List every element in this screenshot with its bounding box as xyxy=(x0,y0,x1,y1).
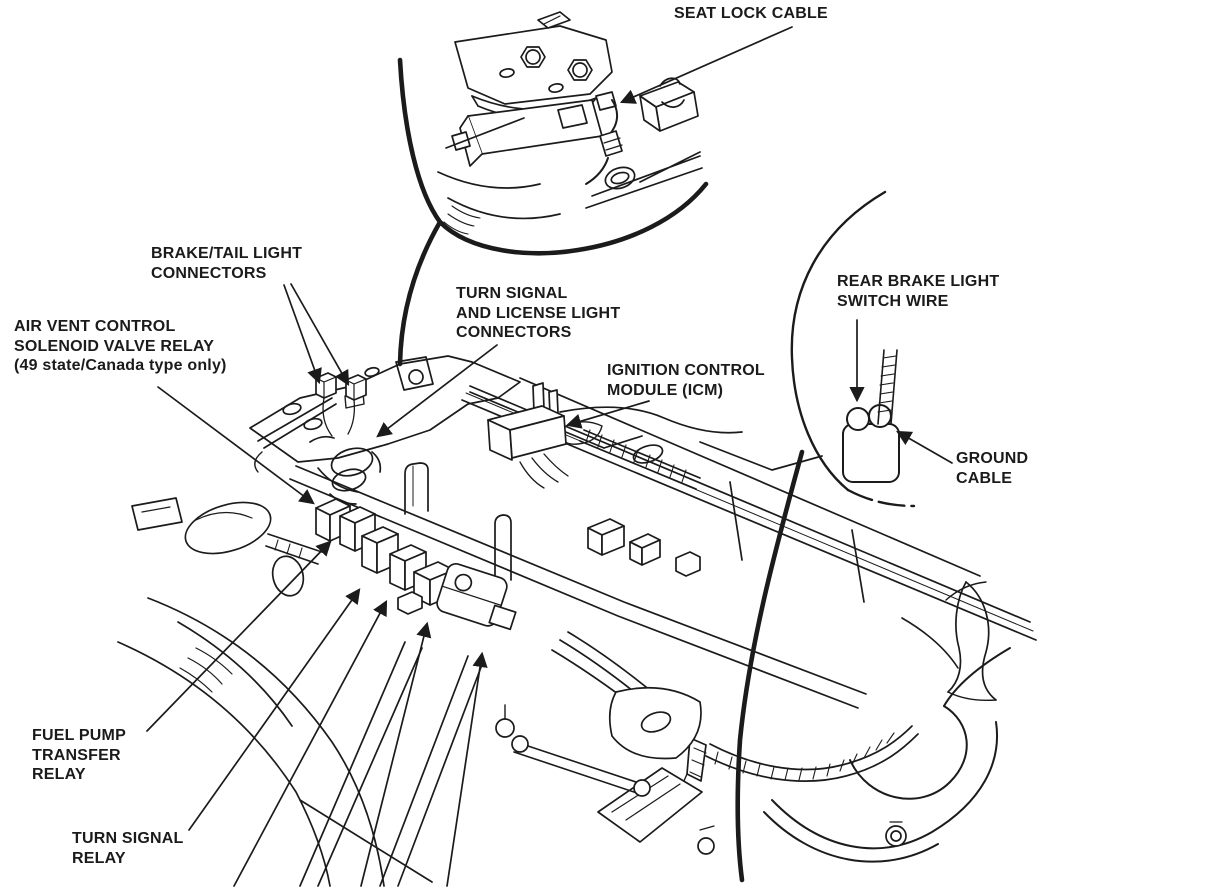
label-line: AIR VENT CONTROL xyxy=(14,318,176,335)
label-line: CABLE xyxy=(956,469,1013,487)
label-air-vent-solenoid-valve-relay: AIR VENT CONTROL SOLENOID VALVE RELAY (4… xyxy=(14,317,227,376)
ignition-control-module xyxy=(487,382,569,489)
flat-connector xyxy=(397,591,423,615)
label-line: SOLENOID VALVE RELAY xyxy=(14,337,215,355)
label-line: REAR BRAKE LIGHT xyxy=(837,273,1000,290)
inset-circle xyxy=(397,57,709,256)
label-turn-signal-license-connectors: TURN SIGNAL AND LICENSE LIGHT CONNECTORS xyxy=(456,284,620,343)
label-line: SWITCH WIRE xyxy=(837,292,949,310)
label-line: TURN SIGNAL xyxy=(72,830,184,847)
label-line: AND LICENSE LIGHT xyxy=(456,304,621,322)
relay-box-2 xyxy=(339,506,376,552)
leader-turn-signal-relay xyxy=(188,588,361,831)
label-brake-tail-light-connectors: BRAKE/TAIL LIGHT CONNECTORS xyxy=(151,244,302,283)
leader-arrows xyxy=(146,26,953,887)
inset-leader xyxy=(735,449,805,883)
leader-brake-tail-1 xyxy=(283,284,322,385)
label-line: (49 state/Canada type only) xyxy=(14,357,227,374)
leader-offscreen-2 xyxy=(360,621,432,887)
label-line: GROUND xyxy=(956,450,1029,467)
wire-harness-knot xyxy=(309,435,382,505)
leader-offscreen-1 xyxy=(233,599,388,887)
label-line: MODULE (ICM) xyxy=(607,381,724,399)
hoses-and-fittings xyxy=(697,581,1011,863)
brake-tail-connector-plugs xyxy=(315,372,367,437)
wiring-harness xyxy=(551,429,919,791)
label-fuel-pump-transfer-relay: FUEL PUMP TRANSFER RELAY xyxy=(32,726,126,785)
label-line: TRANSFER xyxy=(32,746,121,764)
relay-cluster xyxy=(315,498,517,631)
label-ground-cable: GROUND CABLE xyxy=(956,449,1028,488)
label-line: IGNITION CONTROL xyxy=(607,362,765,379)
rear-brake-switch-inset xyxy=(735,190,916,883)
label-line: CONNECTORS xyxy=(151,264,267,282)
leader-fuel-pump-relay xyxy=(146,540,332,732)
leader-ground-cable xyxy=(896,430,953,464)
inset-leader xyxy=(397,219,443,367)
leader-seat-lock-cable xyxy=(619,26,793,104)
label-line: BRAKE/TAIL LIGHT xyxy=(151,245,303,262)
label-rear-brake-light-switch-wire: REAR BRAKE LIGHT SWITCH WIRE xyxy=(837,272,999,311)
seat-lock-cable-part xyxy=(585,91,623,185)
inset-circle xyxy=(790,190,887,492)
label-line: SEAT LOCK CABLE xyxy=(674,5,828,22)
rear-turn-signal-lamp xyxy=(131,497,323,597)
leader-air-vent-relay xyxy=(157,386,315,505)
leader-offscreen-3 xyxy=(446,651,488,887)
label-line: TURN SIGNAL xyxy=(456,285,568,302)
tail-bracket xyxy=(249,355,521,473)
label-line: CONNECTORS xyxy=(456,324,572,341)
coil-block xyxy=(436,562,517,631)
harness-coupler-cubes xyxy=(587,518,701,577)
label-seat-lock-cable: SEAT LOCK CABLE xyxy=(674,4,828,24)
label-ignition-control-module: IGNITION CONTROL MODULE (ICM) xyxy=(607,361,765,400)
seat-lock-inset xyxy=(397,11,709,367)
label-turn-signal-relay: TURN SIGNAL RELAY xyxy=(72,829,184,868)
rear-fender-and-struts xyxy=(117,597,703,887)
leader-icm xyxy=(565,400,650,429)
label-line: FUEL PUMP xyxy=(32,727,126,744)
label-line: RELAY xyxy=(72,849,126,867)
label-line: RELAY xyxy=(32,766,86,783)
leader-brake-tail-2 xyxy=(290,283,350,386)
leader-turn-signal-license xyxy=(376,344,498,438)
